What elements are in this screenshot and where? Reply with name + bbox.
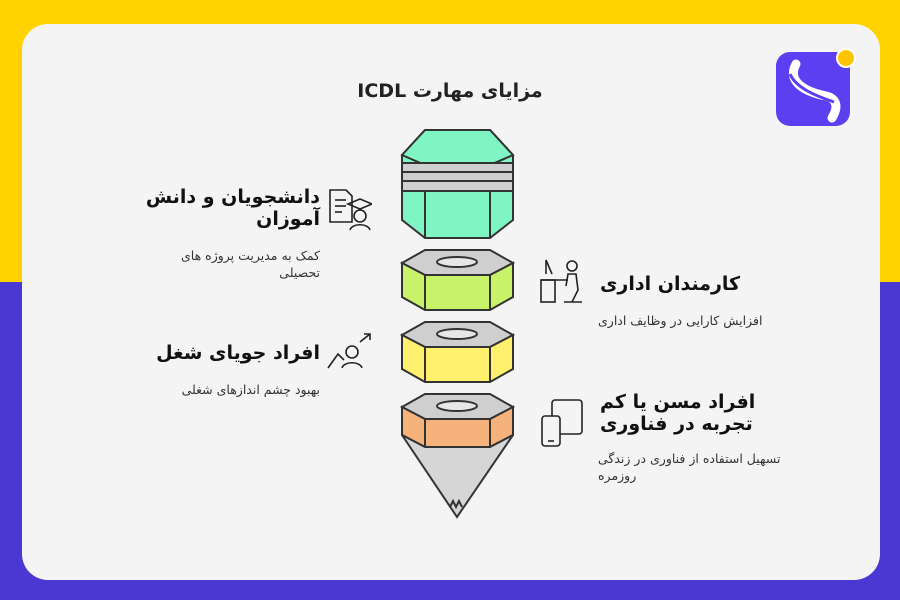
segment-elderly bbox=[399, 393, 516, 448]
page-title: ICDL مزایای مهارت bbox=[357, 80, 543, 102]
logo-dot bbox=[836, 48, 856, 68]
pencil-diagram bbox=[399, 129, 516, 519]
pencil-tip bbox=[401, 434, 514, 519]
student-document-icon bbox=[329, 189, 372, 231]
mobile-devices-icon bbox=[541, 399, 583, 447]
description-office: افزایش کارایی در وظایف اداری bbox=[598, 313, 763, 328]
job-growth-icon bbox=[327, 333, 371, 369]
description-jobseeker: بهبود چشم اندازهای شغلی bbox=[181, 382, 320, 397]
segment-office bbox=[399, 249, 516, 311]
heading-elderly: افراد مسن یا کم تجربه در فناوری bbox=[600, 391, 756, 435]
heading-office: کارمندان اداری bbox=[600, 273, 741, 295]
segment-jobseeker bbox=[399, 321, 516, 383]
description-students: کمک به مدیریت پروژه های تحصیلی bbox=[180, 248, 320, 280]
description-elderly: تسهیل استفاده از فناوری در زندگی روزمره bbox=[598, 451, 781, 483]
segment-students bbox=[400, 129, 515, 239]
heading-jobseeker: افراد جویای شغل bbox=[156, 342, 320, 364]
office-worker-icon bbox=[540, 259, 582, 303]
heading-students: دانشجویان و دانش آموزان bbox=[145, 186, 320, 230]
